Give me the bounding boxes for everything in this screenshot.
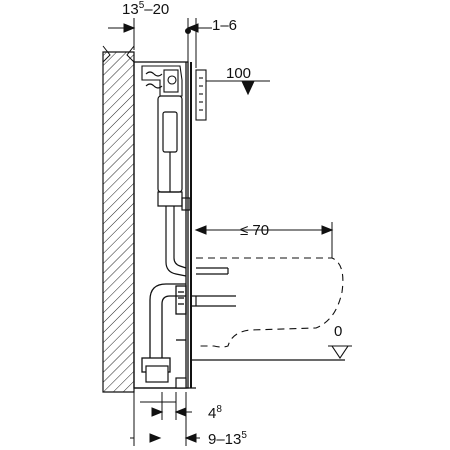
dim-bottom-a-label: 48 xyxy=(208,404,222,422)
drain-pipe xyxy=(141,283,187,373)
cistern-top xyxy=(141,65,183,97)
dim-top-wall-label: 135–20 xyxy=(122,0,169,18)
dim-bottom-b-label: 9–135 xyxy=(208,430,247,448)
wc-bowl xyxy=(196,257,344,348)
wall xyxy=(102,45,135,393)
flush-pipe xyxy=(165,197,191,277)
actuator-plate xyxy=(195,69,207,121)
depth-dim-lines xyxy=(194,222,334,258)
bottom-dim-lines xyxy=(130,392,200,446)
level-0-marker xyxy=(328,345,352,359)
level-100-label: 100 xyxy=(226,65,251,82)
level-0-label: 0 xyxy=(334,323,342,340)
cistern-body xyxy=(157,95,183,207)
drain-connection xyxy=(192,295,236,307)
flush-bend xyxy=(196,267,229,275)
mounting-frame xyxy=(133,61,196,389)
top-dim-lines xyxy=(108,18,212,68)
depth-label: ≤ 70 xyxy=(240,222,269,239)
level-100-marker xyxy=(206,80,270,96)
frame-feet xyxy=(145,365,187,389)
dim-top-right-label: 1–6 xyxy=(212,17,237,34)
